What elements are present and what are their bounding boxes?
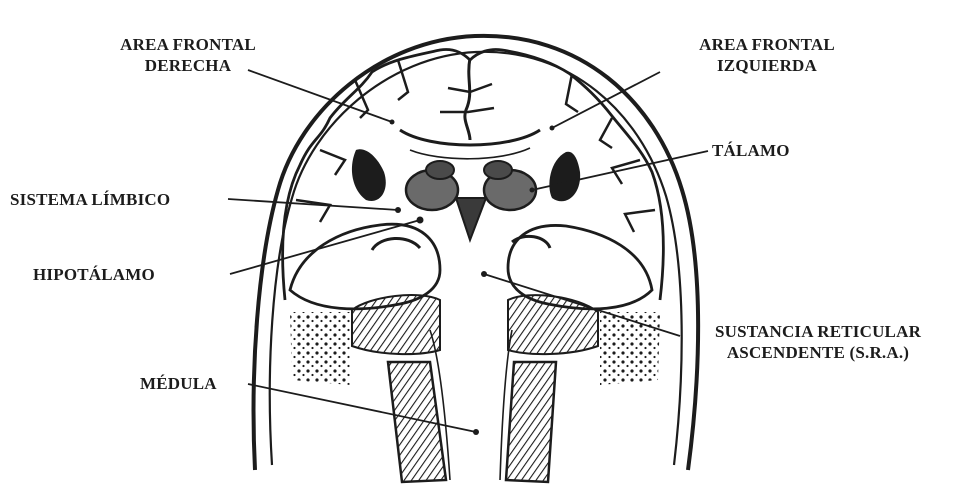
- pointer-dot: [390, 120, 395, 125]
- label-sistema-limbico: SISTEMA LÍMBICO: [10, 189, 170, 210]
- label-sustancia-reticular: SUSTANCIA RETICULAR ASCENDENTE (S.R.A.): [684, 321, 952, 363]
- label-line: AREA FRONTAL: [662, 34, 872, 55]
- sulcus: [625, 210, 655, 232]
- label-line: DERECHA: [88, 55, 288, 76]
- hippocampus-left: [372, 238, 420, 250]
- corpus-callosum-lower: [410, 148, 530, 159]
- thalamus-upper-right: [484, 161, 512, 179]
- pointer-dot: [550, 126, 555, 131]
- pointer-dot: [417, 217, 424, 224]
- label-line: ASCENDENTE (S.R.A.): [684, 342, 952, 363]
- leader-line-hipotalamo: [230, 220, 420, 274]
- label-medula: MÉDULA: [140, 373, 217, 394]
- hippocampus-right: [512, 236, 550, 248]
- label-talamo: TÁLAMO: [712, 140, 790, 161]
- longitudinal-fissure: [465, 58, 470, 140]
- sulcus: [600, 118, 612, 148]
- pointer-dot: [530, 188, 535, 193]
- sulcus: [320, 150, 345, 175]
- label-line: IZQUIERDA: [662, 55, 872, 76]
- thalamus-upper-left: [426, 161, 454, 179]
- sulcus: [398, 60, 408, 100]
- pointer-dot: [481, 271, 487, 277]
- skull-base-right: [600, 312, 660, 385]
- label-area-frontal-izquierda: AREA FRONTAL IZQUIERDA: [662, 34, 872, 76]
- label-hipotalamo: HIPOTÁLAMO: [33, 264, 155, 285]
- cortex-outline: [283, 49, 664, 300]
- medulla-left-column: [388, 362, 446, 482]
- pointer-dot: [395, 207, 401, 213]
- label-line: AREA FRONTAL: [88, 34, 288, 55]
- pointer-dot: [473, 429, 479, 435]
- label-area-frontal-derecha: AREA FRONTAL DERECHA: [88, 34, 288, 76]
- cerebellum-right: [508, 295, 598, 354]
- third-ventricle: [456, 198, 486, 240]
- leader-line-af-izquierda: [552, 72, 660, 128]
- left-ventricle: [352, 149, 386, 201]
- skull-base-left: [290, 312, 350, 385]
- cerebellum-left: [352, 295, 440, 354]
- medulla-right-column: [506, 362, 556, 482]
- right-ventricle: [549, 152, 580, 202]
- label-line: SUSTANCIA RETICULAR: [684, 321, 952, 342]
